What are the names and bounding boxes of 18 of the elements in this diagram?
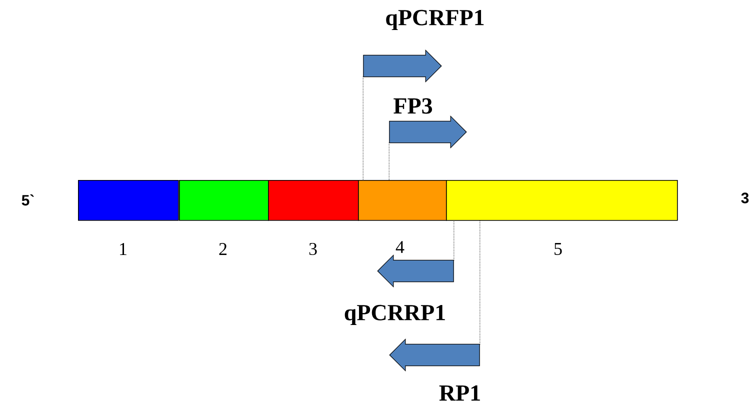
gene-segment [78, 180, 179, 221]
segment-number: 5 [554, 243, 562, 255]
gene-segment [268, 180, 359, 221]
segment-number: 3 [309, 242, 317, 256]
gene-segment [358, 180, 447, 221]
primer-label: qPCRRP1 [344, 304, 445, 326]
primer-label: RP1 [439, 385, 480, 401]
gene-segment [179, 180, 269, 221]
primer-label: FP3 [394, 98, 432, 114]
strand-end-label: 3 [741, 192, 749, 204]
strand-end-label: 5` [22, 194, 34, 206]
segment-number: 1 [120, 243, 126, 255]
gene-segment [446, 180, 678, 221]
segment-number: 2 [219, 243, 227, 255]
leader-line [362, 76, 364, 180]
primer-label: qPCRFP1 [386, 10, 484, 30]
leader-line [388, 142, 390, 180]
segment-number: 4 [396, 241, 404, 253]
